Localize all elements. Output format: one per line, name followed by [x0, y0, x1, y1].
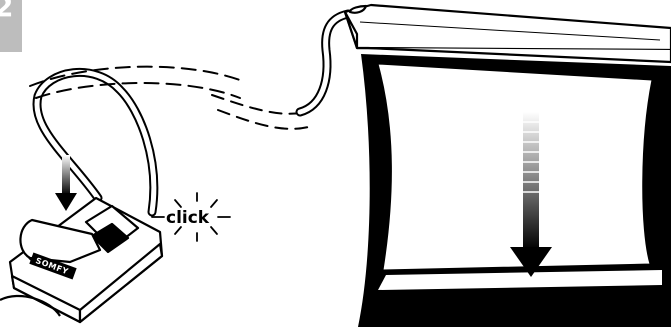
press-arrow-icon — [55, 155, 77, 211]
control-cable — [29, 9, 353, 217]
step-number: 2 — [0, 0, 14, 23]
step-number-badge: 2 — [0, 0, 22, 52]
remote-control — [0, 196, 164, 324]
down-arrow-icon — [510, 112, 552, 277]
click-burst-icon — [151, 192, 231, 242]
screen-housing — [343, 3, 671, 64]
projection-screen — [358, 54, 671, 327]
click-label: click — [166, 208, 210, 228]
